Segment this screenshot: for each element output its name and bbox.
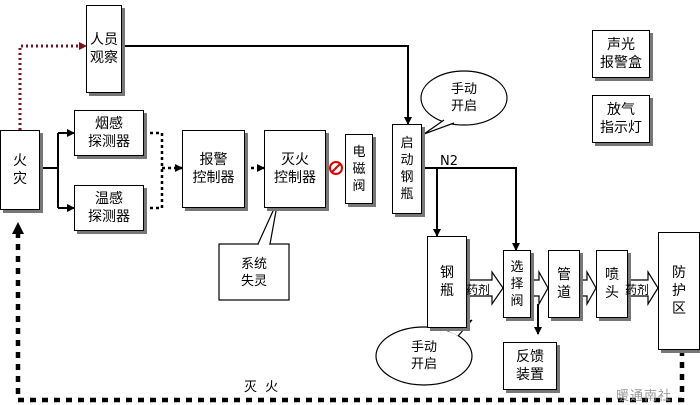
callout-manual-start-top-shape	[420, 70, 508, 135]
edge-smoke-to-alarm	[144, 131, 164, 168]
nozzle-node: 喷 头	[596, 250, 628, 318]
fire-extinguished-label: 灭 火	[244, 380, 281, 395]
edge-fire-branch	[40, 133, 59, 208]
block-arrow-nozzle-to-zone	[627, 269, 659, 307]
protection-zone-node: 防 护 区	[658, 232, 700, 350]
observation-node: 人员 观察	[86, 5, 122, 93]
solenoid-valve-node: 电 磁 阀	[345, 134, 373, 204]
sound-light-alarm-node: 声光 报警盒	[592, 30, 650, 78]
edge-n2-to-selector	[437, 167, 520, 251]
watermark: 暖通南社	[616, 389, 673, 404]
selector-valve-node: 选 择 阀	[503, 250, 531, 318]
callout-system-failure: 系统 失灵	[240, 257, 267, 289]
block-arrow-cylinder-to-selector	[467, 270, 504, 306]
block-arrow-pipe-to-nozzle	[579, 269, 597, 307]
heat-detector-node: 温感 探测器	[74, 185, 144, 231]
callout-manual-start-top: 手动 开启	[450, 82, 477, 114]
pipe-node: 管 道	[548, 250, 580, 318]
feedback-device-node: 反馈 装置	[503, 342, 557, 390]
agent-label-2: 药剂	[625, 283, 650, 297]
edge-n2-to-cylinder	[422, 167, 441, 237]
callout-manual-start-bottom: 手动 开启	[410, 340, 437, 372]
extinguish-controller-node: 灭火 控制器	[264, 130, 326, 208]
n2-label: N2	[440, 154, 458, 169]
edge-heat-to-alarm	[144, 168, 164, 210]
start-cylinder-node: 启 动 钢 瓶	[392, 124, 422, 214]
callout-system-failure-shape	[218, 199, 290, 301]
agent-label-1: 药剂	[466, 283, 491, 297]
edge-observation-to-start-cylinder	[122, 45, 412, 125]
fire-node: 火 灾	[0, 130, 40, 210]
edge-zone-to-fire-loop	[12, 222, 685, 403]
alarm-controller-node: 报警 控制器	[182, 130, 245, 208]
cylinder-node: 钢 瓶	[427, 236, 467, 328]
prohibition-icon	[329, 161, 343, 175]
smoke-detector-node: 烟感 探测器	[74, 110, 144, 156]
discharge-indicator-node: 放气 指示灯	[592, 95, 650, 143]
block-arrow-selector-to-pipe	[530, 269, 549, 307]
